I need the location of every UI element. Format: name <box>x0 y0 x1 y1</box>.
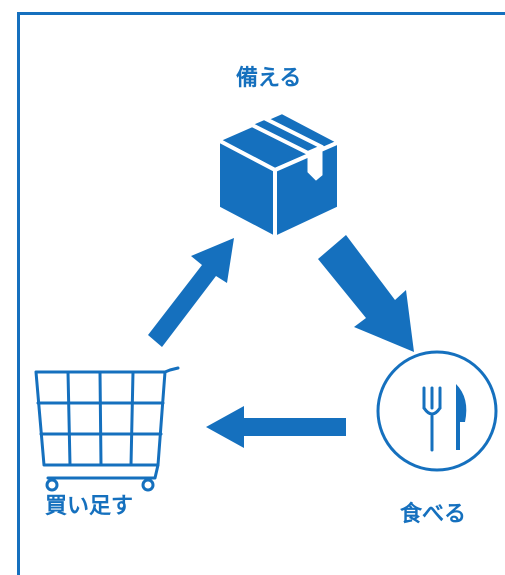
arrow-prepare-to-eat <box>318 235 414 352</box>
frame-border-top <box>17 12 505 15</box>
arrow-eat-to-restock <box>206 406 346 448</box>
fork-knife-icon <box>376 350 498 472</box>
box-icon <box>216 110 341 240</box>
frame-border-left <box>17 12 20 575</box>
shopping-cart-icon <box>34 366 180 492</box>
node-label-restock: 買い足す <box>45 494 134 519</box>
arrow-restock-to-prepare <box>148 238 234 347</box>
node-label-prepare: 備える <box>236 66 302 91</box>
node-label-eat: 食べる <box>400 502 467 527</box>
